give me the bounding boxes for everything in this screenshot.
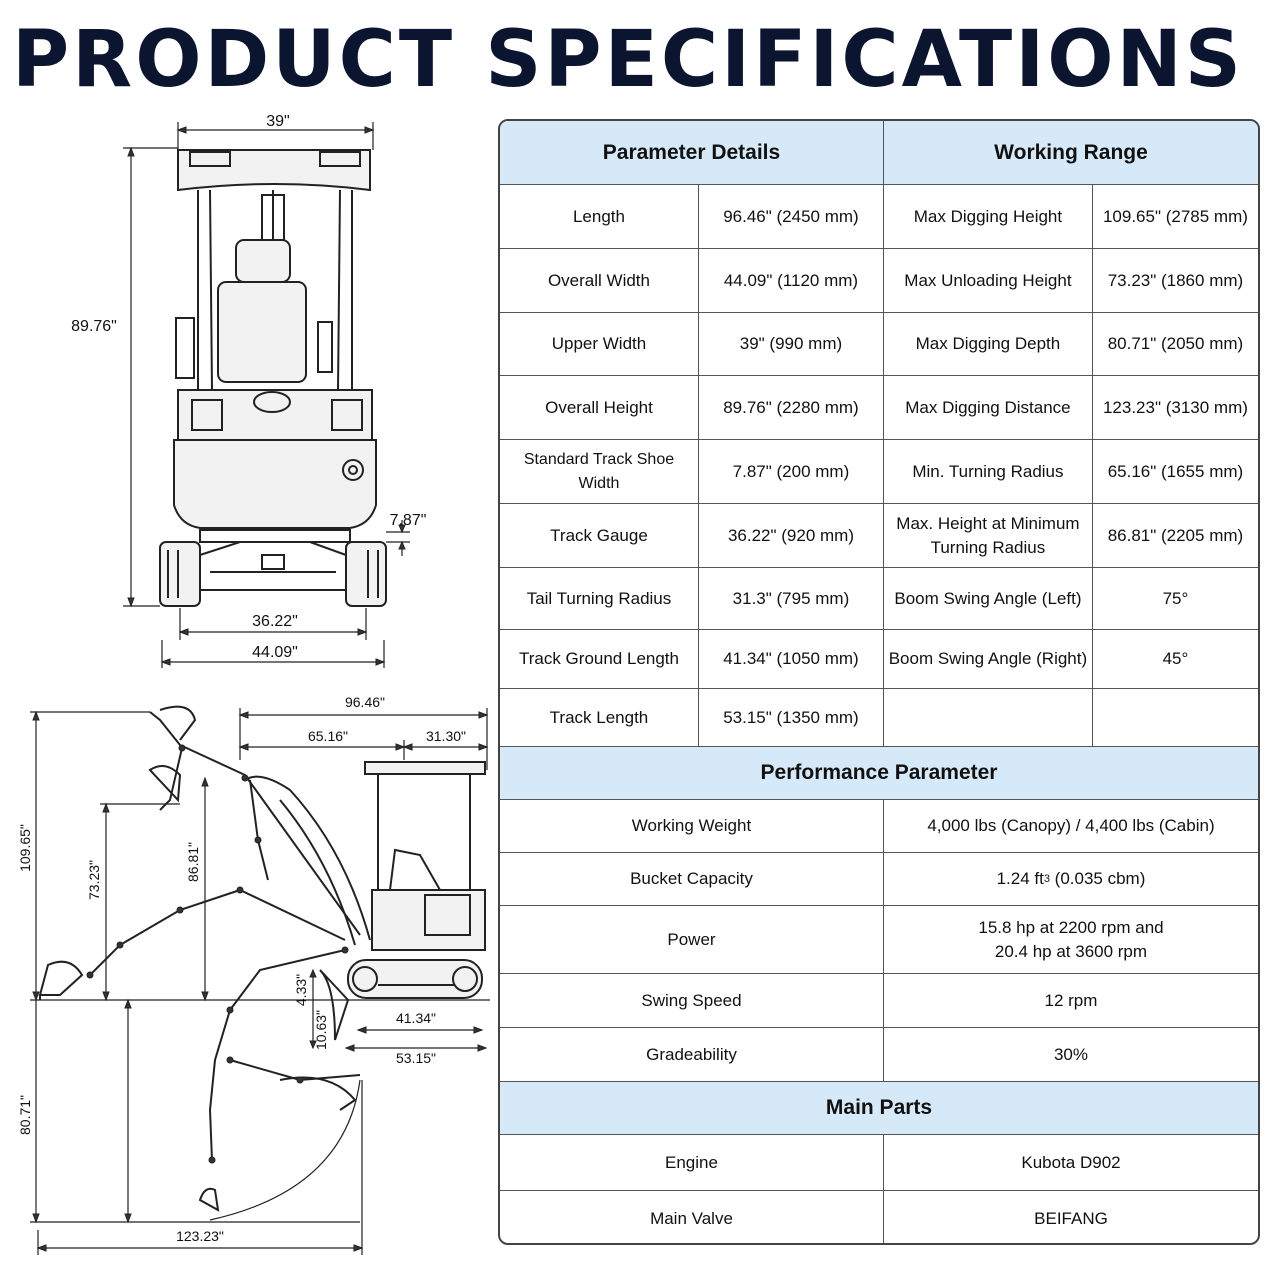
performance-value: 12 rpm	[882, 974, 1258, 1027]
param-value: 53.15" (1350 mm)	[697, 689, 883, 746]
performance-parameter-header: Performance Parameter	[500, 747, 1258, 799]
range-label: Max Digging Height	[882, 185, 1092, 248]
table-header-row: Parameter Details Working Range	[500, 121, 1258, 184]
range-label: Min. Turning Radius	[882, 440, 1092, 503]
dim-overall-width: 44.09"	[252, 644, 298, 661]
table-row: Track Ground Length 41.34" (1050 mm) Boo…	[500, 629, 1258, 688]
performance-label: Gradeability	[646, 1044, 737, 1064]
table-row: Swing Speed 12 rpm	[500, 973, 1258, 1027]
param-label: Tail Turning Radius	[526, 588, 672, 608]
table-row: Track Length 53.15" (1350 mm)	[500, 688, 1258, 746]
dim-track-shoe: 7.87"	[390, 512, 427, 529]
range-value: 109.65" (2785 mm)	[1091, 185, 1258, 248]
dim-max-dig-depth: 80.71"	[17, 1095, 33, 1135]
param-label: Length	[572, 206, 625, 226]
dim-height-min-turn: 86.81"	[185, 842, 201, 882]
part-label: Engine	[665, 1152, 718, 1172]
param-label: Overall Width	[547, 270, 650, 290]
parameter-details-header: Parameter Details	[500, 121, 883, 184]
performance-header-row: Performance Parameter	[500, 746, 1258, 799]
table-row: Overall Width 44.09" (1120 mm) Max Unloa…	[500, 248, 1258, 312]
param-label: Upper Width	[551, 334, 647, 353]
dim-max-unload-height: 73.23"	[86, 860, 102, 900]
param-value: 39" (990 mm)	[697, 313, 883, 375]
parts-header-row: Main Parts	[500, 1081, 1258, 1134]
dim-tail-radius: 31.30"	[426, 728, 466, 744]
table-row: Tail Turning Radius 31.3" (795 mm) Boom …	[500, 567, 1258, 629]
performance-label: Power	[667, 929, 716, 949]
param-value: 44.09" (1120 mm)	[697, 249, 883, 312]
dim-overall-height: 89.76"	[71, 318, 117, 335]
param-value: 36.22" (920 mm)	[697, 504, 883, 567]
bucket-capacity-value: 1.24 ft	[996, 869, 1044, 888]
param-value: 89.76" (2280 mm)	[697, 376, 883, 439]
dim-upper-width: 39"	[266, 113, 289, 130]
range-label: Max Unloading Height	[882, 249, 1092, 312]
range-value: 75°	[1091, 568, 1258, 629]
performance-value: 15.8 hp at 2200 rpm and 20.4 hp at 3600 …	[882, 906, 1258, 973]
table-row: Track Gauge 36.22" (920 mm) Max. Height …	[500, 503, 1258, 567]
performance-label: Working Weight	[631, 816, 752, 835]
range-value: 80.71" (2050 mm)	[1091, 313, 1258, 375]
table-row: Main Valve BEIFANG	[500, 1190, 1258, 1243]
part-label: Main Valve	[650, 1209, 733, 1228]
table-row: Standard Track Shoe Width 7.87" (200 mm)…	[500, 439, 1258, 503]
bucket-capacity-metric: (0.035 cbm)	[1049, 869, 1146, 888]
range-value: 86.81" (2205 mm)	[1091, 504, 1258, 567]
table-row: Gradeability 30%	[500, 1027, 1258, 1081]
range-label	[882, 689, 1092, 746]
performance-value: 4,000 lbs (Canopy) / 4,400 lbs (Cabin)	[882, 800, 1258, 852]
power-line-2: 20.4 hp at 3600 rpm	[994, 941, 1148, 961]
table-row: Length 96.46" (2450 mm) Max Digging Heig…	[500, 184, 1258, 248]
working-range-header: Working Range	[882, 121, 1258, 184]
excavator-drawings: 39" 89.76"	[17, 113, 490, 1255]
table-row: Upper Width 39" (990 mm) Max Digging Dep…	[500, 312, 1258, 375]
dim-track-ground-length: 41.34"	[396, 1010, 436, 1026]
main-parts-header: Main Parts	[500, 1082, 1258, 1134]
part-value: BEIFANG	[882, 1191, 1258, 1243]
param-value: 41.34" (1050 mm)	[697, 630, 883, 688]
specifications-table: Parameter Details Working Range Length 9…	[498, 119, 1260, 1245]
front-view-drawing: 39" 89.76"	[71, 113, 426, 668]
table-row: Working Weight 4,000 lbs (Canopy) / 4,40…	[500, 799, 1258, 852]
param-value: 96.46" (2450 mm)	[697, 185, 883, 248]
range-label: Max Digging Depth	[882, 313, 1092, 375]
param-label: Standard Track Shoe Width	[523, 450, 675, 492]
dim-max-dig-distance: 123.23"	[176, 1228, 224, 1244]
part-value: Kubota D902	[882, 1135, 1258, 1190]
dim-track-gauge: 36.22"	[252, 613, 298, 630]
range-value: 65.16" (1655 mm)	[1091, 440, 1258, 503]
range-value	[1091, 689, 1258, 746]
table-row: Overall Height 89.76" (2280 mm) Max Digg…	[500, 375, 1258, 439]
param-label: Track Gauge	[550, 525, 648, 545]
range-label: Boom Swing Angle (Left)	[882, 568, 1092, 629]
param-label: Track Length	[549, 707, 649, 727]
range-label: Max. Height at Minimum Turning Radius	[882, 504, 1092, 567]
dim-turning-radius: 65.16"	[308, 728, 348, 744]
range-label: Boom Swing Angle (Right)	[882, 630, 1092, 688]
param-value: 31.3" (795 mm)	[697, 568, 883, 629]
performance-label: Bucket Capacity	[630, 869, 753, 888]
range-value: 45°	[1091, 630, 1258, 688]
range-label: Max Digging Distance	[882, 376, 1092, 439]
performance-value: 30%	[882, 1028, 1258, 1081]
dim-max-dig-height: 109.65"	[17, 824, 33, 872]
table-row: Power 15.8 hp at 2200 rpm and 20.4 hp at…	[500, 905, 1258, 973]
param-value: 7.87" (200 mm)	[697, 440, 883, 503]
performance-label: Swing Speed	[641, 990, 742, 1010]
dim-length: 96.46"	[345, 694, 385, 710]
side-view-drawing: 96.46" 65.16" 31.30" 109.65" 73.23" 86.8…	[17, 694, 490, 1255]
param-label: Overall Height	[545, 397, 653, 417]
range-value: 73.23" (1860 mm)	[1091, 249, 1258, 312]
dim-blade-lift: 4.33"	[293, 974, 309, 1006]
range-value: 123.23" (3130 mm)	[1091, 376, 1258, 439]
dim-track-length: 53.15"	[396, 1050, 436, 1066]
page-title: PRODUCT SPECIFICATIONS	[12, 15, 1244, 105]
param-label: Track Ground Length	[518, 649, 679, 668]
power-line-1: 15.8 hp at 2200 rpm and	[978, 917, 1164, 937]
table-row: Engine Kubota D902	[500, 1134, 1258, 1190]
dim-blade-depth: 10.63"	[313, 1010, 329, 1050]
